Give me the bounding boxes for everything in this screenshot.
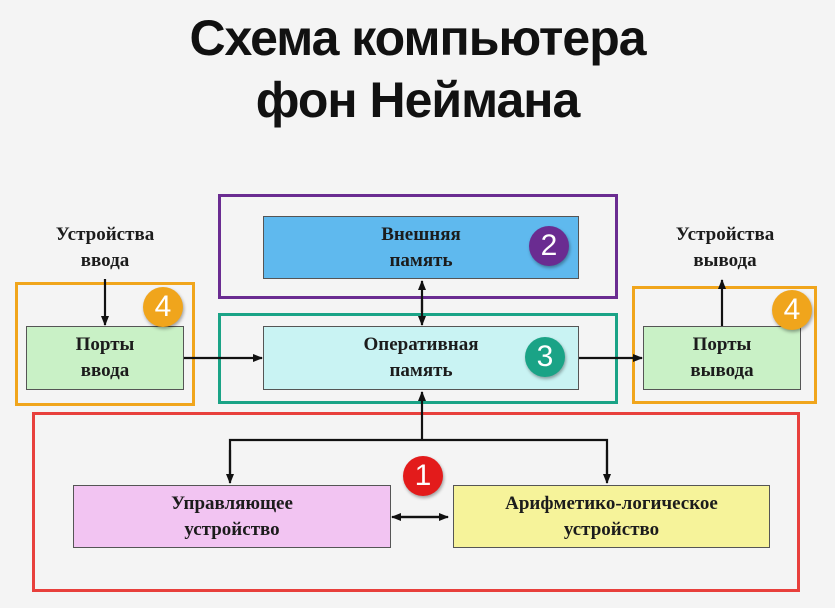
processor-frame [32,412,800,592]
diagram-title-line1: Схема компьютера [189,10,646,66]
badge-ram: 3 [525,337,565,377]
input-devices-label: Устройства ввода [55,224,155,271]
external-memory-frame [218,194,618,299]
badge-processor: 1 [403,456,443,496]
badge-output-ports: 4 [772,290,812,330]
badge-input-ports: 4 [143,287,183,327]
output-devices-label: Устройства вывода [675,224,775,271]
diagram-title-line2: фон Неймана [255,72,581,128]
badge-external-memory: 2 [529,226,569,266]
